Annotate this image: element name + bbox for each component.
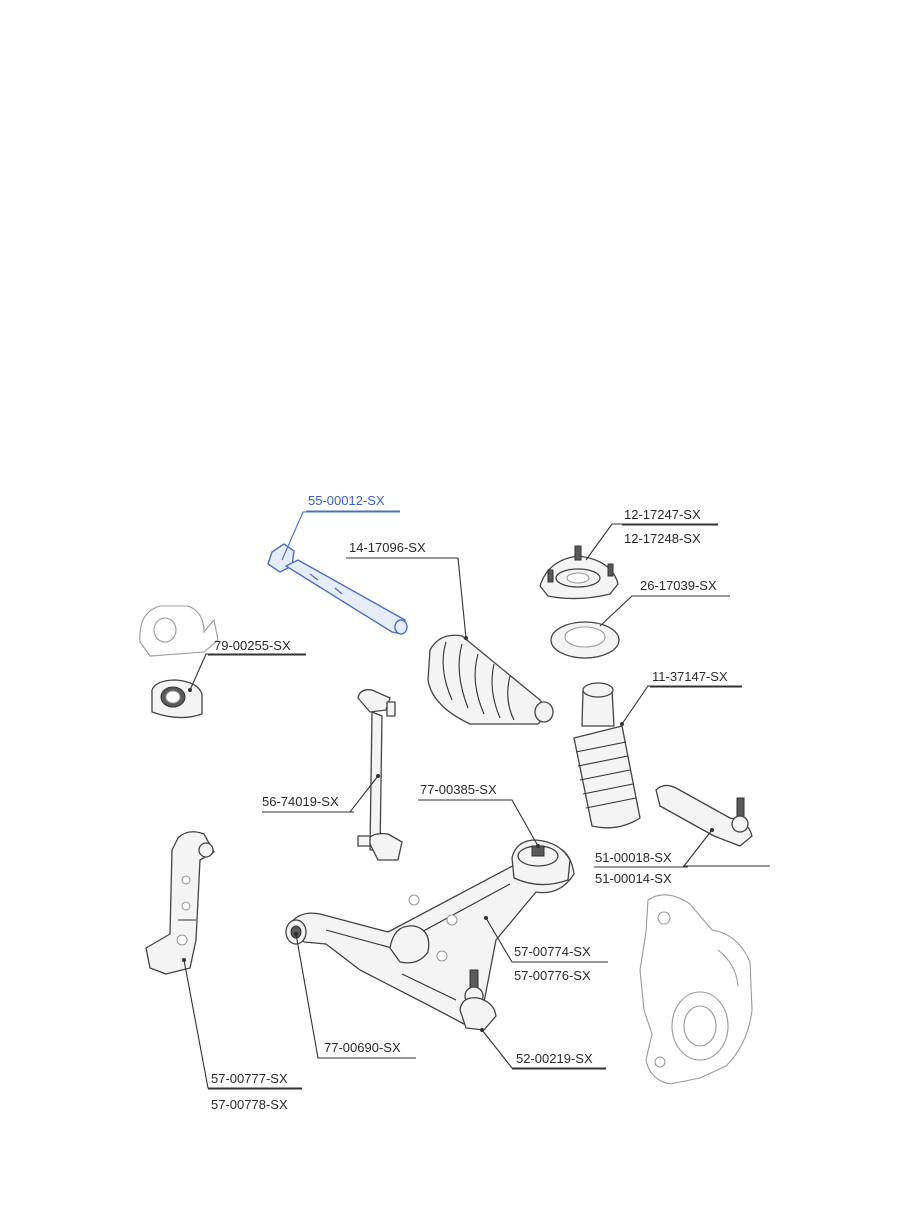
label-strut-mount-b[interactable]: 12-17248-SX	[624, 531, 701, 546]
rack-boot-part[interactable]	[427, 634, 554, 725]
label-arm-bushing-front[interactable]: 77-00690-SX	[324, 1040, 401, 1055]
label-stab-link[interactable]: 56-74019-SX	[262, 794, 339, 809]
label-rack-boot[interactable]: 14-17096-SX	[349, 540, 426, 555]
dust-boot-part[interactable]	[573, 682, 641, 829]
label-bracket-b[interactable]: 57-00778-SX	[211, 1097, 288, 1112]
stabilizer-bushing-part[interactable]	[139, 605, 219, 719]
label-control-arm-b[interactable]: 57-00776-SX	[514, 968, 591, 983]
strut-bearing-part[interactable]	[550, 621, 620, 659]
label-stab-bushing[interactable]: 79-00255-SX	[214, 638, 291, 653]
label-control-arm-a[interactable]: 57-00774-SX	[514, 944, 591, 959]
label-tie-rod-inner[interactable]: 55-00012-SX	[308, 493, 385, 508]
label-bearing[interactable]: 26-17039-SX	[640, 578, 717, 593]
label-bracket-a[interactable]: 57-00777-SX	[211, 1071, 288, 1086]
stabilizer-link-part[interactable]	[357, 689, 403, 861]
steering-knuckle-part[interactable]	[639, 894, 753, 1085]
label-strut-mount-a[interactable]: 12-17247-SX	[624, 507, 701, 522]
label-arm-bushing-rear[interactable]: 77-00385-SX	[420, 782, 497, 797]
ball-joint-part[interactable]	[459, 969, 497, 1031]
subframe-bracket-part[interactable]	[145, 831, 215, 975]
tie-rod-end-part[interactable]	[655, 784, 753, 847]
lower-control-arm-part[interactable]	[285, 839, 575, 1025]
label-ball-joint[interactable]: 52-00219-SX	[516, 1051, 593, 1066]
label-tie-rod-end-a[interactable]: 51-00018-SX	[595, 850, 672, 865]
label-dust-boot[interactable]: 11-37147-SX	[652, 669, 728, 684]
inner-tie-rod-part[interactable]	[267, 543, 408, 635]
label-tie-rod-end-b[interactable]: 51-00014-SX	[595, 871, 672, 886]
strut-mount-part[interactable]	[539, 545, 619, 600]
